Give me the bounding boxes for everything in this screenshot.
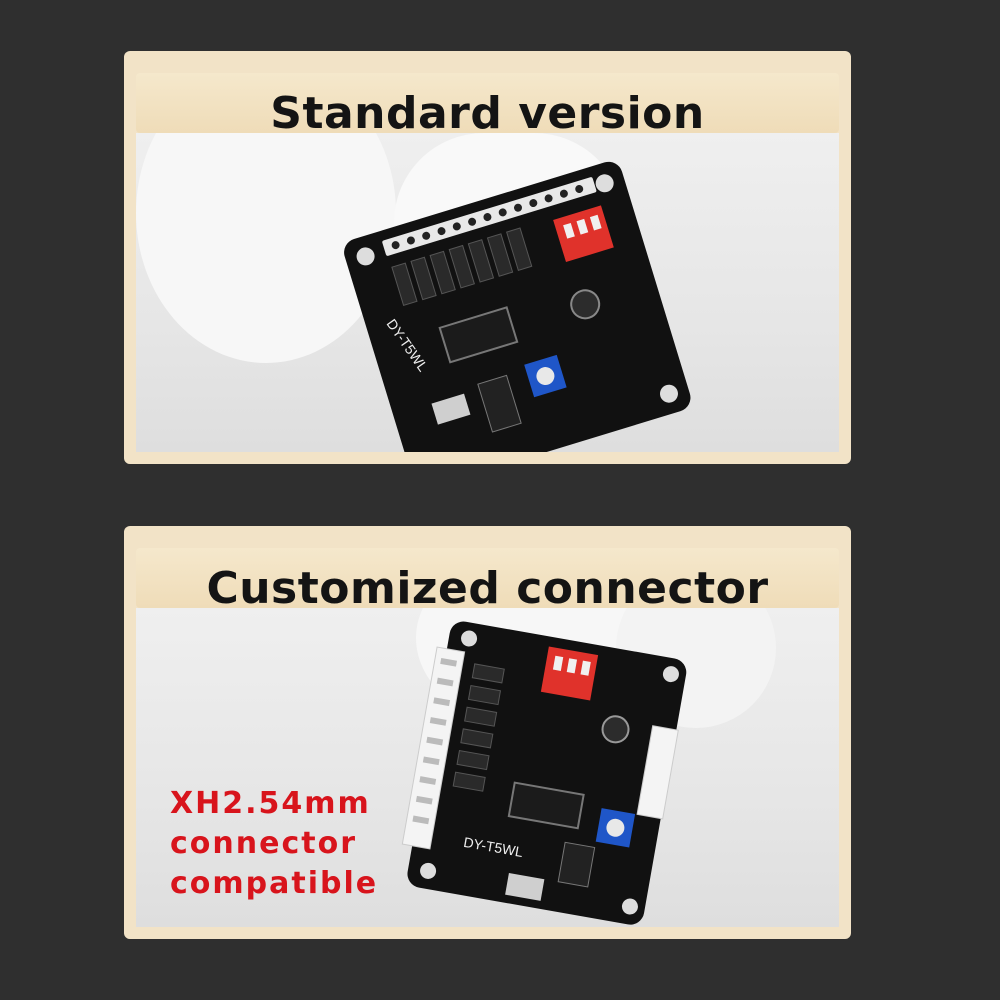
note-line-2: connector: [170, 826, 357, 861]
board-photo-standard: DY-T5WL: [136, 133, 839, 452]
title-banner: Standard version: [136, 73, 839, 139]
pcb-custom-image: DY-T5WL: [401, 608, 776, 925]
connector-note: XH2.54mm connector compatible: [170, 784, 378, 904]
customized-connector-panel: DY-T5WL XH2.54mm connector compatible Cu…: [124, 526, 851, 939]
panel-title: Customized connector: [206, 563, 769, 614]
standard-version-panel: DY-T5WL Standard version: [124, 51, 851, 464]
note-line-1: XH2.54mm: [170, 786, 371, 821]
panel-title: Standard version: [270, 88, 705, 139]
pcb-standard-image: DY-T5WL: [136, 133, 691, 452]
board-photo-custom: DY-T5WL XH2.54mm connector compatible: [136, 608, 839, 927]
title-banner: Customized connector: [136, 548, 839, 614]
note-line-3: compatible: [170, 866, 379, 901]
